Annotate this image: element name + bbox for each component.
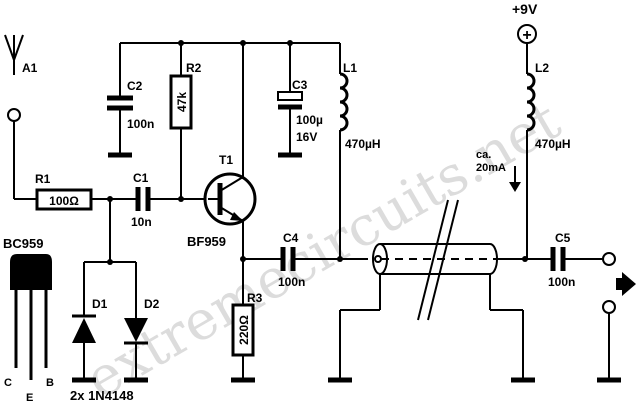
capacitor-c5 bbox=[550, 247, 566, 271]
c5-value: 100n bbox=[548, 275, 575, 289]
d2-ref: D2 bbox=[144, 297, 160, 311]
transistor-t1 bbox=[203, 43, 257, 259]
output-arrow-tail bbox=[616, 278, 623, 290]
supply-voltage: +9V bbox=[512, 1, 538, 17]
l2-value: 470µH bbox=[535, 137, 571, 151]
t1-type: BF959 bbox=[187, 234, 226, 249]
antenna-symbol bbox=[4, 34, 24, 199]
pin-e-label: E bbox=[26, 392, 33, 404]
d1-ref: D1 bbox=[92, 297, 108, 311]
t1-ref: T1 bbox=[219, 153, 233, 167]
capacitor-c2 bbox=[107, 95, 133, 158]
diodes-note: 2x 1N4148 bbox=[70, 388, 134, 403]
c1-value: 10n bbox=[131, 215, 152, 229]
current-note-1: ca. bbox=[476, 149, 491, 161]
junction-dot bbox=[337, 256, 343, 262]
antenna-label: A1 bbox=[22, 61, 38, 75]
c4-value: 100n bbox=[278, 275, 305, 289]
r1-ref: R1 bbox=[35, 172, 51, 186]
diode-d2 bbox=[124, 262, 148, 383]
r3-ref: R3 bbox=[247, 291, 263, 305]
l1-value: 470µH bbox=[345, 137, 381, 151]
c3-ref: C3 bbox=[292, 78, 308, 92]
inductor-l1 bbox=[339, 72, 349, 132]
c3-value-2: 16V bbox=[296, 130, 317, 144]
capacitor-c3 bbox=[277, 91, 303, 158]
l2-ref: L2 bbox=[535, 61, 549, 75]
c1-ref: C1 bbox=[133, 171, 149, 185]
transistor-package-icon bbox=[10, 254, 52, 380]
current-arrow-icon bbox=[509, 166, 521, 192]
c4-ref: C4 bbox=[283, 231, 299, 245]
l1-ref: L1 bbox=[343, 61, 357, 75]
r2-ref: R2 bbox=[186, 61, 202, 75]
pin-c-label: C bbox=[4, 377, 12, 389]
r2-value: 47k bbox=[175, 92, 189, 112]
c5-ref: C5 bbox=[555, 231, 571, 245]
c2-value: 100n bbox=[127, 117, 154, 131]
power-plus-symbol: + bbox=[522, 27, 531, 44]
output-terminal bbox=[602, 252, 616, 266]
inductor-l2 bbox=[526, 72, 536, 132]
c2-ref: C2 bbox=[127, 79, 143, 93]
diode-d1 bbox=[72, 262, 96, 383]
r3-value: 220Ω bbox=[237, 315, 251, 345]
output-arrow-icon bbox=[622, 272, 636, 296]
output-terminal-ground bbox=[602, 300, 616, 314]
capacitor-c1 bbox=[135, 187, 151, 211]
r1-value: 100Ω bbox=[49, 194, 79, 208]
package-name: BC959 bbox=[3, 236, 43, 251]
pin-b-label: B bbox=[46, 377, 54, 389]
coax-cable bbox=[328, 199, 535, 383]
current-note-2: 20mA bbox=[476, 162, 506, 174]
watermark: extremecircuits.net bbox=[75, 89, 571, 406]
c3-value-1: 100µ bbox=[296, 113, 323, 127]
